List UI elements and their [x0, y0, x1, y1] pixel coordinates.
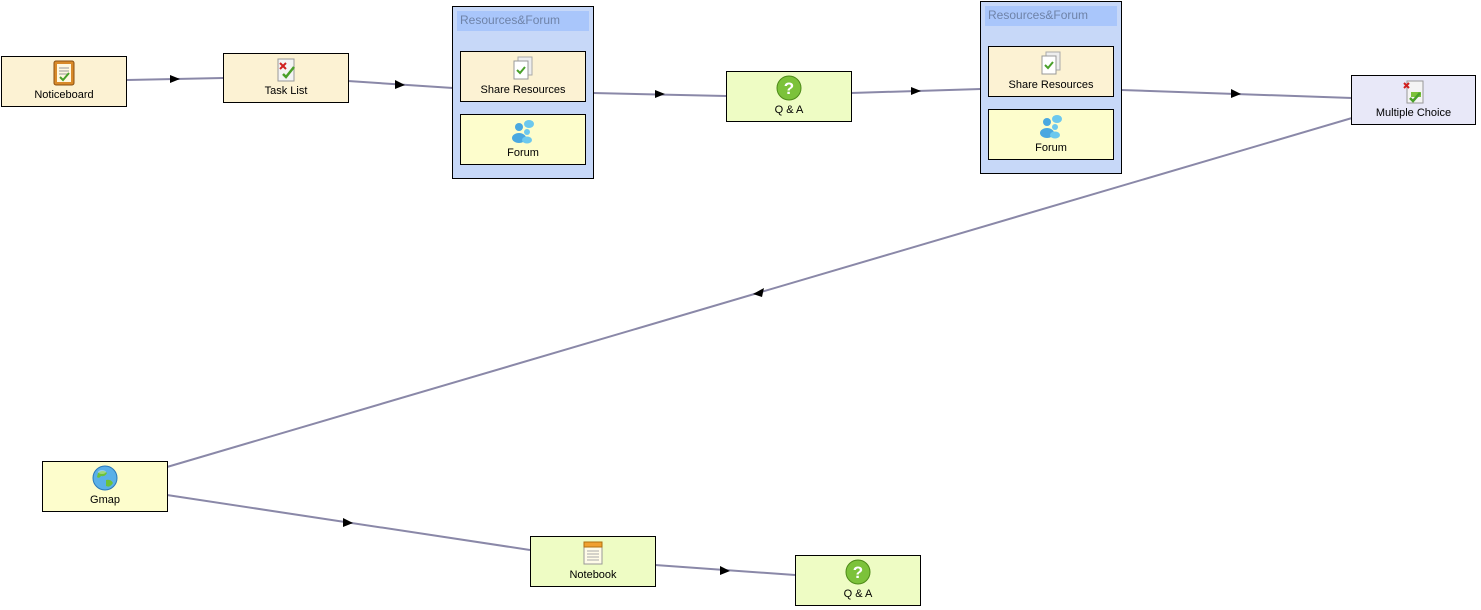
edge-qa1-group2	[850, 87, 982, 95]
forum-icon	[512, 120, 534, 144]
multiple-choice-label: Multiple Choice	[1375, 107, 1452, 119]
task-list-label: Task List	[264, 85, 308, 97]
forum-label: Forum	[1035, 142, 1067, 154]
question-icon: ?	[776, 75, 802, 101]
task-list-node[interactable]: Task List	[223, 53, 349, 103]
edge-noticeboard-tasklist	[126, 75, 224, 83]
edge-gmap-notebook	[166, 494, 531, 551]
edge-group2-multiplechoice	[1120, 89, 1353, 99]
share-resources-label: Share Resources	[1008, 79, 1094, 91]
edge-group1-qa1	[592, 90, 727, 98]
edge-multiplechoice-gmap	[166, 117, 1353, 468]
gmap-label: Gmap	[90, 494, 120, 506]
globe-icon	[92, 465, 118, 491]
noticeboard-label: Noticeboard	[34, 89, 94, 101]
share-resources-node[interactable]: Share Resources	[988, 46, 1114, 97]
task-list-icon	[277, 58, 295, 82]
share-resources-icon	[513, 56, 533, 80]
notebook-node[interactable]: Notebook	[530, 536, 656, 587]
gmap-node[interactable]: Gmap	[42, 461, 168, 512]
qa-node-1[interactable]: ? Q & A	[726, 71, 852, 122]
noticeboard-icon	[53, 60, 75, 86]
forum-node[interactable]: Forum	[460, 114, 586, 165]
share-resources-label: Share Resources	[480, 84, 566, 96]
forum-node[interactable]: Forum	[988, 109, 1114, 160]
svg-text:?: ?	[853, 563, 863, 582]
resources-forum-group-1[interactable]: Resources&Forum Share Resources Forum	[452, 6, 594, 179]
qa-node-2[interactable]: ? Q & A	[795, 555, 921, 606]
qa-label-1: Q & A	[774, 104, 804, 116]
forum-icon	[1040, 115, 1062, 139]
multiple-choice-node[interactable]: Multiple Choice	[1351, 75, 1476, 125]
edge-tasklist-group1	[347, 80, 454, 89]
qa-label-2: Q & A	[843, 588, 873, 600]
noticeboard-node[interactable]: Noticeboard	[1, 56, 127, 107]
question-icon: ?	[845, 559, 871, 585]
share-resources-icon	[1041, 51, 1061, 75]
svg-text:?: ?	[784, 79, 794, 98]
multiple-choice-icon	[1402, 80, 1423, 104]
notebook-icon	[583, 541, 603, 565]
forum-label: Forum	[507, 147, 539, 159]
group-title: Resources&Forum	[985, 6, 1117, 26]
resources-forum-group-2[interactable]: Resources&Forum Share Resources Forum	[980, 1, 1122, 174]
edge-notebook-qa2	[654, 564, 796, 576]
group-title: Resources&Forum	[457, 11, 589, 31]
notebook-label: Notebook	[569, 569, 617, 581]
share-resources-node[interactable]: Share Resources	[460, 51, 586, 102]
